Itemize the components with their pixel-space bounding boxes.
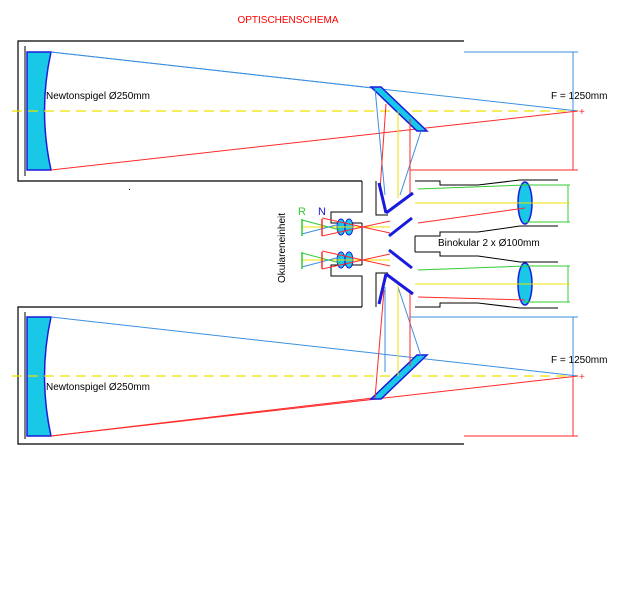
lower-eye-ray-green-a — [301, 252, 341, 264]
housing-left-outline-lower — [330, 264, 363, 307]
upper-bino-ray-red — [417, 207, 526, 224]
diagram-title: OPTISCHENSCHEMA — [237, 15, 338, 26]
housing-left-outline — [330, 181, 363, 224]
lower-left-diagonal — [377, 273, 388, 305]
top-primary-mirror — [26, 51, 52, 171]
lower-eye-ray-red-b — [321, 253, 391, 270]
lower-center-diagonal — [385, 272, 414, 296]
top-focal-label: F = 1250mm — [551, 91, 607, 102]
upper-right-diagonal — [388, 216, 413, 238]
top-focal-cross: + — [579, 107, 585, 118]
lower-barrel-outline — [415, 302, 558, 309]
binocular-label: Binokular 2 x Ø100mm — [438, 238, 540, 249]
bottom-telescope: + Newtonspigel Ø250mm F = 1250mm — [12, 285, 607, 445]
top-telescope: + Newtonspigel Ø250mm F = 1250mm — [12, 40, 607, 198]
top-mirror-label: Newtonspigel Ø250mm — [46, 91, 150, 102]
upper-barrel-bottom — [415, 225, 558, 237]
lower-eye-ray-blue-a — [301, 256, 341, 268]
marker-r-label: R — [298, 206, 306, 218]
housing-inner-upper — [375, 181, 388, 216]
top-ray-red-lower — [50, 110, 579, 171]
bottom-ray-red-to-diagonal — [50, 397, 374, 437]
lower-right-diagonal — [388, 248, 413, 270]
bottom-primary-mirror — [26, 316, 52, 437]
upper-left-diagonal — [377, 182, 388, 214]
housing-inner-lower — [375, 272, 388, 307]
top-diagonal-mirror — [369, 86, 429, 132]
top-down-ray-red-1 — [379, 103, 387, 191]
upper-eye-ray-red-a — [321, 217, 391, 234]
lower-bino-ray-green-diag — [417, 265, 526, 271]
lower-barrel-top — [415, 251, 558, 263]
lower-bino-ray-red — [417, 296, 526, 301]
bottom-focal-label: F = 1250mm — [551, 355, 607, 366]
upper-center-diagonal — [385, 191, 414, 215]
upper-eye-ray-green-a — [301, 219, 341, 231]
upper-bino-ray-green-diag — [417, 184, 526, 190]
lower-eye-ray-red-a — [321, 250, 391, 267]
top-down-ray-blue-1 — [374, 87, 386, 196]
top-ray-blue-to-diagonal — [50, 51, 374, 89]
bottom-ray-blue-upper — [50, 316, 579, 377]
bottom-up-ray-red-1 — [374, 289, 385, 399]
upper-barrel-outline — [415, 179, 558, 186]
stray-mark — [129, 189, 130, 190]
upper-eye-ray-red-b — [321, 220, 391, 237]
upper-eye-ray-blue-a — [301, 223, 341, 235]
marker-n-label: N — [318, 206, 326, 218]
bottom-focal-cross: + — [579, 372, 585, 383]
central-housing: R N Okulareneinheit Binokular 2 x Ø100mm — [129, 179, 570, 309]
bottom-mirror-label: Newtonspigel Ø250mm — [46, 382, 150, 393]
eyepiece-unit-label: Okulareneinheit — [277, 213, 288, 283]
bottom-diagonal-mirror — [369, 354, 429, 400]
